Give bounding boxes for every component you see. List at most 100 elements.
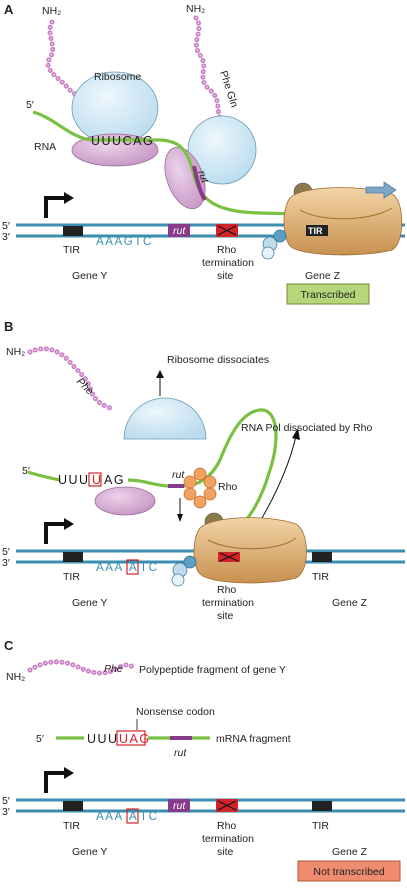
tir-label-1-c: TIR	[63, 820, 80, 832]
stop-codon-box-b	[88, 472, 102, 487]
tir-label-2-a: TIR	[308, 226, 323, 236]
tir-box-gene-y-a	[63, 226, 83, 236]
nonsense-codon-box	[116, 730, 146, 746]
ribosome-dissociates-arrowhead	[156, 370, 164, 378]
rut-site-rna-a	[192, 165, 207, 202]
polypeptide-fragment-label: Polypeptide fragment of gene Y	[139, 664, 286, 676]
mutation-box-dna-b	[126, 559, 139, 575]
tir-label-2-b: TIR	[312, 571, 329, 583]
gene-y-label-b: Gene Y	[72, 597, 107, 609]
rna-polymerase-b	[171, 512, 307, 587]
panel-a-letter: A	[4, 2, 14, 17]
dna-3prime-b: 3′	[2, 557, 10, 569]
dna-post-c: TC	[140, 811, 159, 823]
codons-post-b: AG	[104, 473, 125, 487]
tir-label-1-a: TIR	[63, 244, 80, 256]
panel-b-letter: B	[4, 319, 13, 334]
codons-pre-c: UUU	[87, 732, 119, 746]
five-prime-rna-c: 5′	[36, 733, 44, 745]
dna-box-c: A	[129, 811, 138, 823]
rnapol-dissociated-arrowhead	[292, 428, 300, 440]
gene-z-label-c: Gene Z	[332, 846, 368, 858]
tir-label-2-c: TIR	[312, 820, 329, 832]
status-badge-transcribed	[286, 283, 370, 305]
mutation-box-dna-c	[126, 808, 139, 824]
tir-box-gene-y-b	[63, 552, 83, 562]
tir-box-gene-y-c	[63, 801, 83, 811]
ribosome-small-subunit-1	[71, 133, 159, 167]
tir-label-1-b: TIR	[63, 571, 80, 583]
dissociated-ribosome-small	[94, 486, 156, 516]
peptide-chain-a1-highlight	[47, 21, 106, 111]
promoter-arrow-b	[44, 522, 64, 544]
dna-sequence-a: AAAGTC	[96, 236, 153, 248]
promoter-arrow-c	[44, 771, 64, 793]
nh2-label-b: NH₂	[6, 346, 25, 358]
five-prime-rna-b: 5′	[22, 465, 30, 477]
dna-5prime-a: 5′	[2, 220, 10, 232]
mrna-strand-a	[32, 110, 301, 216]
panel-b: B NH₂ Phe Ribosome dissociates 5′ UUU U …	[2, 319, 405, 622]
status-not-transcribed-text: Not transcribed	[313, 866, 384, 878]
panel-c-letter: C	[4, 638, 14, 653]
rut-label-rna-b: rut	[172, 469, 185, 481]
dissociated-ribosome-large	[123, 397, 207, 440]
rho-site-text-1-a: Rho	[217, 244, 236, 256]
mrna-5prime-tail-b	[27, 470, 61, 482]
transcription-direction-arrow	[365, 181, 397, 199]
codon-box-c: UAG	[119, 732, 151, 746]
mrna-fragment-label: mRNA fragment	[216, 733, 291, 745]
rho-site-text-2-b: termination	[202, 597, 254, 609]
peptide-chain-b	[27, 346, 113, 411]
codons-pre-b: UUU	[58, 473, 90, 487]
rut-label-rna-c: rut	[174, 747, 187, 759]
rut-box-dna-c	[168, 799, 190, 812]
rho-site-text-2-c: termination	[202, 833, 254, 845]
gene-y-label-c: Gene Y	[72, 846, 107, 858]
rho-movement-arrowhead	[177, 514, 183, 522]
rna-label: RNA	[34, 141, 56, 153]
dna-pre-c: AAA	[96, 811, 124, 823]
rna-polymerase-a	[261, 182, 403, 260]
peptide-chain-c-highlight	[29, 660, 135, 674]
phe-gln-label: Phe Gln	[217, 69, 240, 109]
phe-label-c: Phe	[104, 663, 123, 675]
gene-z-label-b: Gene Z	[332, 597, 368, 609]
ribosome-small-subunit-2	[164, 146, 206, 210]
nh2-label-right: NH₂	[186, 3, 205, 15]
promoter-arrow-a	[44, 196, 64, 218]
rho-site-text-1-b: Rho	[217, 584, 236, 596]
dna-3prime-a: 3′	[2, 231, 10, 243]
tir-box-gene-z-c	[312, 801, 332, 811]
rho-label-b: Rho	[218, 481, 237, 493]
rho-site-text-1-c: Rho	[217, 820, 236, 832]
promoter-arrowhead-a	[64, 192, 74, 204]
promoter-arrowhead-c	[64, 767, 74, 779]
ribosome-large-subunit-2	[187, 115, 257, 185]
rho-site-cross-a	[217, 225, 237, 236]
dna-post-b: TC	[140, 562, 159, 574]
peptide-chain-b-highlight	[29, 347, 111, 409]
rnapol-dissociated-arrow	[261, 435, 297, 519]
nonsense-codon-label: Nonsense codon	[136, 706, 215, 718]
tir-box-gene-z-b	[312, 552, 332, 562]
rut-label-rna-a: rut	[195, 169, 211, 186]
rho-protein	[183, 467, 217, 509]
five-prime-rna-a: 5′	[26, 99, 34, 111]
gene-y-label-a: Gene Y	[72, 270, 107, 282]
promoter-arrowhead-b	[64, 518, 74, 530]
rho-site-cross-c	[217, 800, 237, 811]
panel-c: C NH₂ Phe Polypeptide fragment of gene Y…	[2, 638, 405, 882]
ribosome-label: Ribosome	[94, 71, 141, 83]
rut-label-dna-c: rut	[173, 800, 186, 812]
rho-site-text-2-a: termination	[202, 257, 254, 269]
codon-box-b: U	[92, 473, 103, 487]
ribosome-dissociates-label: Ribosome dissociates	[167, 354, 269, 366]
dna-5prime-b: 5′	[2, 546, 10, 558]
dna-box-b: A	[129, 562, 138, 574]
rnapol-dissociated-label: RNA Pol dissociated by Rho	[241, 422, 372, 434]
gene-z-label-a: Gene Z	[305, 270, 341, 282]
dna-3prime-c: 3′	[2, 806, 10, 818]
